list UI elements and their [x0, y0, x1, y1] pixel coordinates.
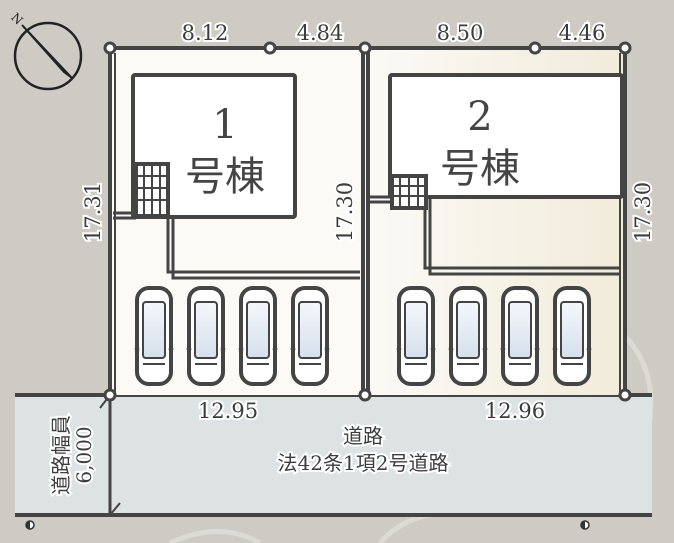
entrance-grid-icon — [134, 162, 170, 218]
car-icon — [185, 286, 227, 386]
boundary-markers — [103, 41, 632, 402]
survey-point-icon — [25, 520, 590, 530]
road-type: 法42条1項2号道路 — [278, 451, 449, 475]
car-icon — [133, 286, 175, 386]
dimension-left: 17.31 — [81, 182, 105, 242]
road-name: 道路 — [343, 424, 383, 448]
building-1: 1 号棟 — [113, 73, 360, 280]
dimension-top-3: 8.50 — [437, 21, 484, 45]
entrance-grid-icon — [390, 174, 428, 210]
north-compass: N — [8, 10, 83, 91]
building-2-number: 2 — [467, 94, 492, 140]
car-icon — [237, 286, 279, 386]
building-2-label: 号棟 — [440, 146, 520, 192]
dimension-top-4: 4.46 — [559, 21, 606, 45]
road-width-label: 道路幅員 — [49, 415, 73, 495]
car-icon — [395, 286, 437, 386]
building-2: 2 号棟 — [370, 73, 624, 276]
dimension-top-2: 4.84 — [297, 21, 344, 45]
dimension-bottom-1: 12.95 — [198, 399, 258, 423]
road-width-value: 6,000 — [72, 426, 96, 483]
road-area — [15, 395, 652, 515]
dimension-right: 17.30 — [631, 182, 655, 242]
dimension-top-1: 8.12 — [182, 21, 229, 45]
building-1-label: 号棟 — [185, 154, 265, 200]
dimension-middle: 17.30 — [333, 182, 357, 242]
car-icon — [289, 286, 331, 386]
car-icon — [447, 286, 489, 386]
car-icon — [499, 286, 541, 386]
car-icon — [551, 286, 593, 386]
dimension-bottom-2: 12.96 — [485, 399, 545, 423]
building-1-number: 1 — [212, 102, 237, 148]
